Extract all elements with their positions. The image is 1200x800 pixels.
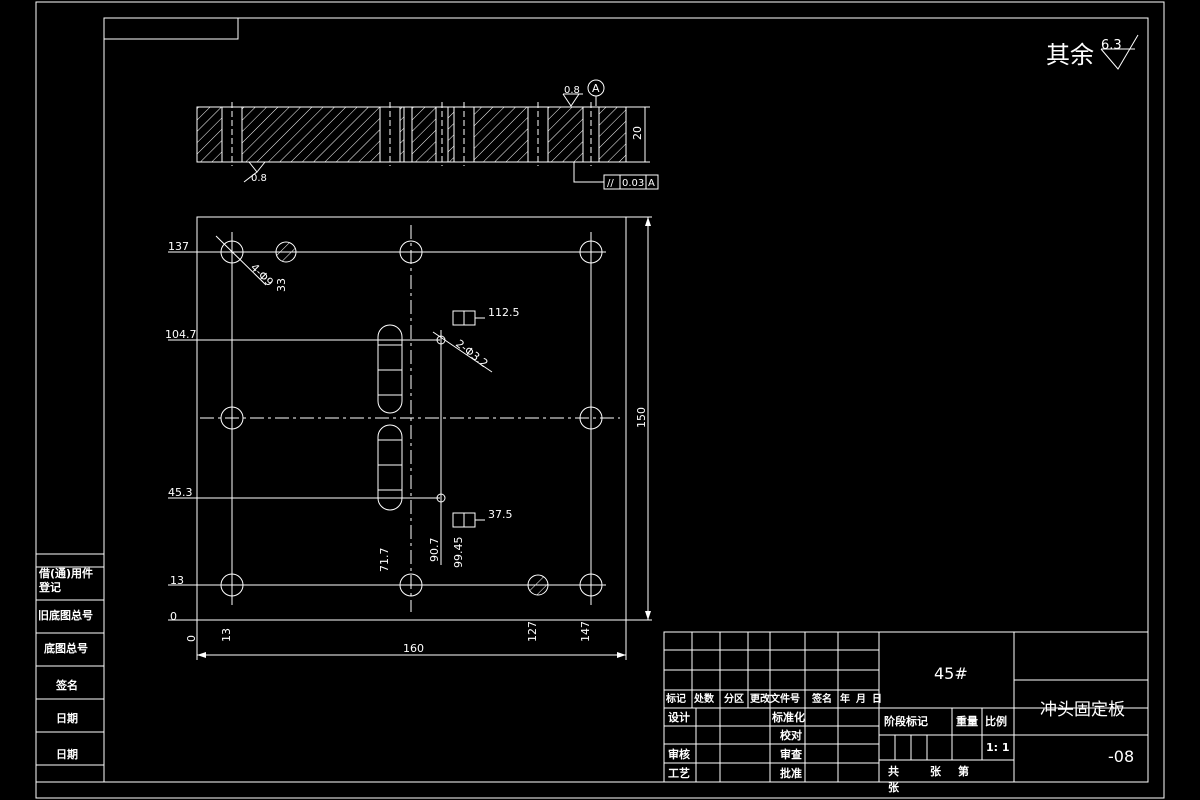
tolerance-symbol: // xyxy=(607,178,614,189)
rev-header-month: 月 xyxy=(855,693,866,705)
tolerance-datum: A xyxy=(648,178,655,189)
part-name-label: 冲头固定板 xyxy=(1040,700,1125,720)
hole-icon xyxy=(579,573,603,597)
sign-approve-label: 批准 xyxy=(780,766,802,780)
side-label-old-base-no: 旧底图总号 xyxy=(38,608,93,622)
ordinate-x-13: 13 xyxy=(220,628,233,642)
thickness-dim-label: 20 xyxy=(631,126,644,140)
ordinate-y-137: 137 xyxy=(168,240,189,253)
roughness-note: 其余 6.3 xyxy=(1046,34,1139,70)
overall-width-label: 160 xyxy=(403,642,424,655)
punch-slot-upper xyxy=(377,324,403,414)
sign-process-label: 工艺 xyxy=(668,766,690,780)
tolerance-value: 0.03 xyxy=(622,178,644,189)
plate-outline xyxy=(196,216,627,621)
rev-header-day: 日 xyxy=(872,693,882,705)
pin-hole-icon xyxy=(527,574,549,596)
hole-icon xyxy=(220,240,244,264)
sheet-unit-label-2: 张 xyxy=(888,780,900,794)
hole-note-2-d3-2: 2-Φ3.2 xyxy=(453,337,490,370)
ordinate-y-13: 13 xyxy=(170,574,184,587)
sign-design-label: 设计 xyxy=(668,710,690,724)
sheet-unit-label: 张 xyxy=(930,764,942,778)
title-block: 标记 处数 分区 更改文件号 签名 年 月 日 设计 标准化 校对 审核 审查 … xyxy=(663,631,1149,794)
corner-code-box xyxy=(103,17,239,40)
ordinate-y-0: 0 xyxy=(170,610,177,623)
bottom-roughness-value: 0.8 xyxy=(251,173,267,184)
sheet-number-label: 第 xyxy=(958,764,969,778)
side-label-signature: 签名 xyxy=(55,678,78,692)
side-register-table: 借(通)用件登记 旧底图总号 底图总号 签名 日期 日期 xyxy=(35,553,105,783)
dim-90-7-label: 90.7 xyxy=(428,538,441,563)
stage-mark-header: 阶段标记 xyxy=(884,714,928,728)
rev-header-sign: 签名 xyxy=(811,692,832,705)
side-label-date-2: 日期 xyxy=(56,747,78,761)
roughness-symbol-icon xyxy=(1100,34,1139,70)
side-label-borrowed: 借(通)用件登记 xyxy=(39,567,94,594)
roughness-value: 6.3 xyxy=(1101,38,1122,53)
rev-header-mark: 标记 xyxy=(665,692,686,705)
ordinate-x-147: 147 xyxy=(579,621,592,642)
dim-33-label: 33 xyxy=(275,278,288,292)
inner-border xyxy=(103,17,1149,783)
sign-audit-label: 审查 xyxy=(780,747,802,761)
drawing-number-label: -08 xyxy=(1108,747,1134,766)
hole-icon xyxy=(220,573,244,597)
material-label: 45# xyxy=(934,664,968,683)
tolerance-frame xyxy=(603,174,659,190)
ordinate-x-0: 0 xyxy=(185,635,198,642)
pin-upper-label: 112.5 xyxy=(488,306,520,319)
dim-71-7-label: 71.7 xyxy=(378,548,391,573)
pin-hole-icon xyxy=(275,241,297,263)
rev-header-count: 处数 xyxy=(693,692,715,705)
scale-header: 比例 xyxy=(985,714,1007,728)
sign-standardize-label: 标准化 xyxy=(771,710,805,724)
side-label-date-1: 日期 xyxy=(56,711,78,725)
scale-value: 1: 1 xyxy=(986,741,1010,754)
pin-lower-label: 37.5 xyxy=(488,508,513,521)
hole-icon xyxy=(399,573,423,597)
hole-icon xyxy=(579,240,603,264)
dim-99-45-label: 99.45 xyxy=(452,537,465,569)
section-view: 20 0.8 A 0.8 // 0.03 A xyxy=(196,79,659,190)
small-hole-icon xyxy=(436,493,446,503)
top-roughness-value: 0.8 xyxy=(564,85,580,96)
outer-border xyxy=(35,1,1165,799)
sign-proofread-label: 校对 xyxy=(780,728,802,742)
ordinate-y-104-7: 104.7 xyxy=(165,328,197,341)
rev-header-doc: 更改文件号 xyxy=(750,692,800,705)
weight-header: 重量 xyxy=(956,714,978,728)
sign-review-label: 审核 xyxy=(668,747,690,761)
sheet-total-label: 共 xyxy=(888,764,899,778)
roughness-label: 其余 xyxy=(1046,41,1094,69)
plan-view: 112.5 37.5 137 104.7 45.3 13 0 0 13 127 … xyxy=(165,216,652,660)
rev-header-year: 年 xyxy=(840,692,850,705)
side-label-base-no: 底图总号 xyxy=(44,641,88,655)
ordinate-x-127: 127 xyxy=(526,621,539,642)
hole-icon xyxy=(399,240,423,264)
ordinate-y-45-3: 45.3 xyxy=(168,486,193,499)
hole-note-4-d9: 4-Φ9 xyxy=(248,261,276,289)
datum-letter: A xyxy=(592,82,600,95)
punch-slot-lower xyxy=(377,424,403,511)
hole-icon xyxy=(220,406,244,430)
rev-header-zone: 分区 xyxy=(724,692,744,705)
hole-icon xyxy=(579,406,603,430)
overall-height-label: 150 xyxy=(635,407,648,428)
